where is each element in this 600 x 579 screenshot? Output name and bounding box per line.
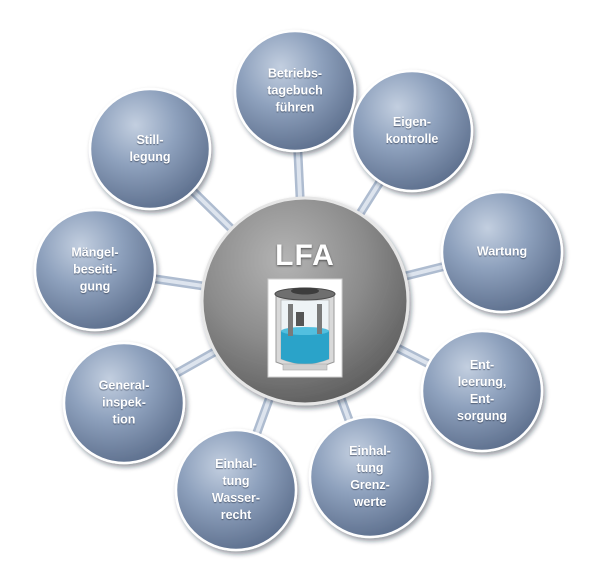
node-circle-maengelbeseitigung xyxy=(33,208,157,332)
center-title: LFA xyxy=(275,239,335,272)
connector-highlight-betriebstagebuch xyxy=(295,146,303,203)
center-hub xyxy=(200,196,410,406)
node-circle-grenzwerte xyxy=(308,415,432,539)
node-circle-entleerung xyxy=(420,329,544,453)
connector-highlight-eigenkontrolle xyxy=(356,177,384,219)
connector-highlight-wartung xyxy=(400,263,449,280)
node-circle-eigenkontrolle xyxy=(350,69,474,193)
separator-tank-cutaway-icon xyxy=(267,278,343,378)
node-circle-generalinspektion xyxy=(62,341,186,465)
connector-highlight-wasserrecht xyxy=(253,393,273,439)
connector-lines xyxy=(149,146,449,439)
node-circles xyxy=(33,29,564,552)
node-circle-stilllegung xyxy=(88,87,212,211)
connector-highlight-entleerung xyxy=(392,344,433,368)
connector-highlight-generalinspektion xyxy=(171,347,220,378)
connector-highlight-stilllegung xyxy=(188,186,236,234)
connector-highlight-maengelbeseitigung xyxy=(150,276,208,289)
node-circle-wasserrecht xyxy=(174,428,298,552)
node-circle-betriebstagebuch xyxy=(233,29,357,153)
node-circle-wartung xyxy=(440,190,564,314)
